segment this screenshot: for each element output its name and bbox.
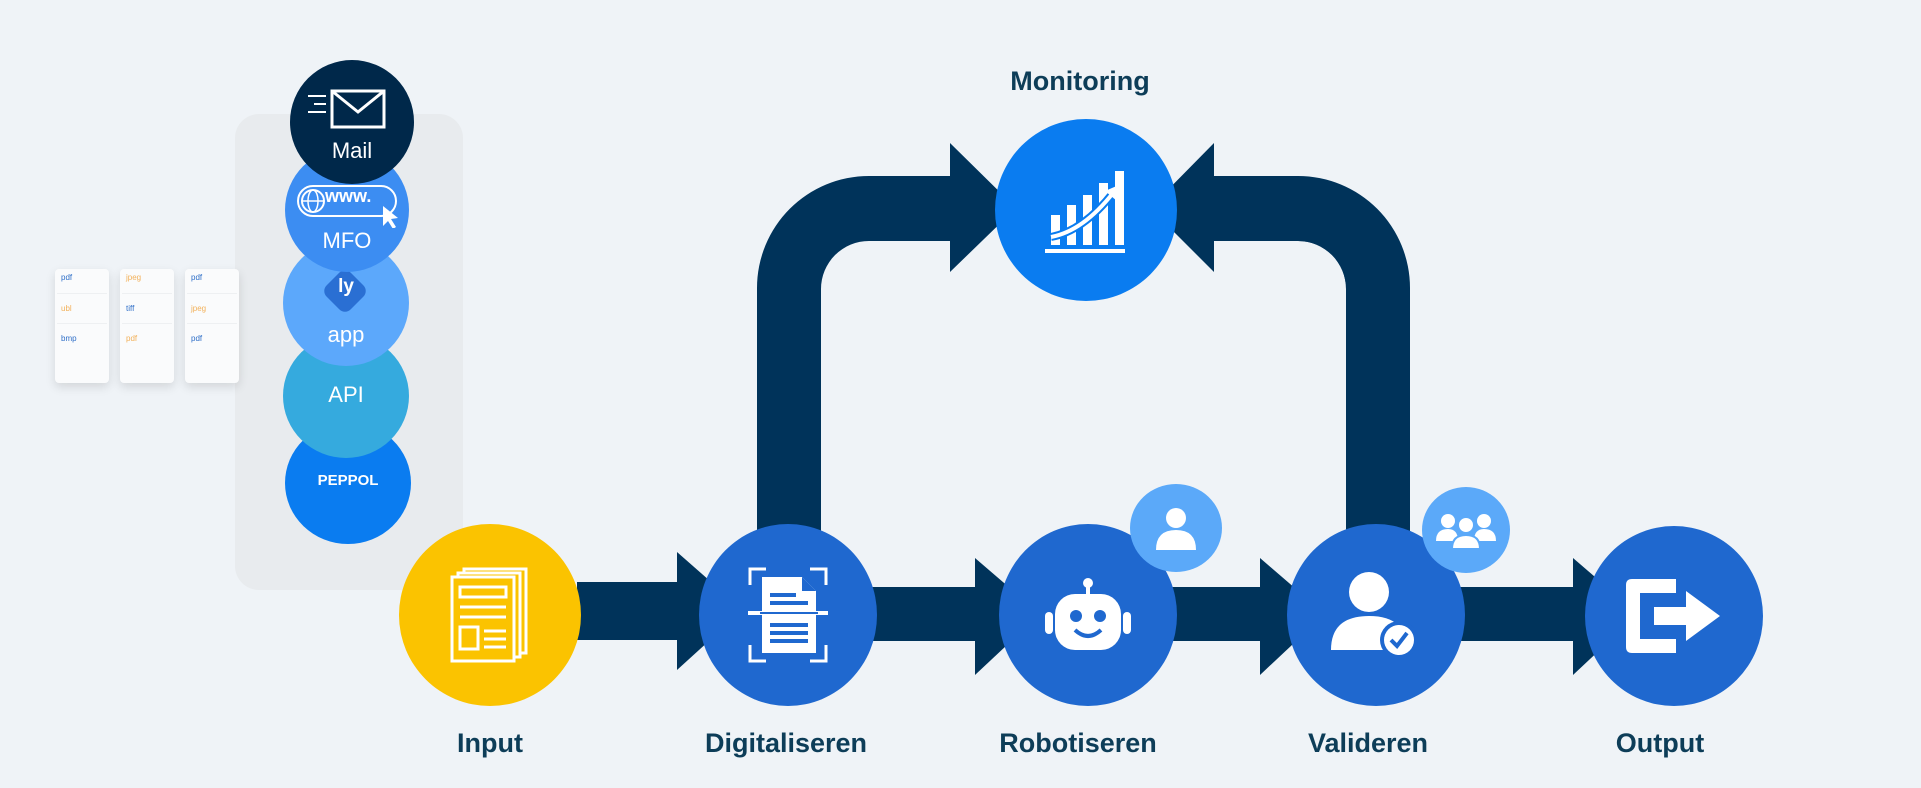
channel-mail: Mail xyxy=(290,60,414,184)
arrow-input-digitaliseren xyxy=(577,582,677,640)
single-user-icon xyxy=(1156,508,1196,550)
envelope-icon xyxy=(308,89,386,129)
loop-right-arrowhead xyxy=(1150,143,1214,272)
loop-left-arrowhead xyxy=(950,143,1016,272)
loop-left-arrow-body xyxy=(757,176,950,540)
channel-label: app xyxy=(327,322,365,347)
channel-label: Mail xyxy=(331,138,373,163)
channel-label: API xyxy=(328,382,364,407)
file-type: jpeg xyxy=(191,304,207,313)
stage-label: Digitaliseren xyxy=(704,728,868,758)
single-user-badge xyxy=(1130,484,1222,572)
arrow-robotiseren-valideren xyxy=(1170,587,1260,641)
exit-icon xyxy=(1626,579,1720,653)
stage-output-node xyxy=(1585,526,1763,706)
file-card: jpeg tiff pdf xyxy=(120,269,174,383)
file-type: pdf xyxy=(191,334,203,343)
monitoring-title: Monitoring xyxy=(1010,66,1150,96)
monitoring-node xyxy=(995,119,1177,301)
robot-icon xyxy=(1045,578,1131,650)
file-type: bmp xyxy=(61,334,77,343)
stage-label: Input xyxy=(457,728,523,758)
ly-logo-text: ly xyxy=(338,276,354,297)
www-text: www. xyxy=(325,186,372,206)
user-group-icon xyxy=(1436,514,1496,549)
file-type: pdf xyxy=(191,273,203,282)
channel-label: PEPPOL xyxy=(317,472,379,489)
stage-label: Robotiseren xyxy=(999,728,1157,758)
document-scan-icon xyxy=(748,567,828,663)
stage-label: Output xyxy=(1615,728,1705,758)
stage-digitaliseren-node xyxy=(699,524,877,706)
ly-logo-icon xyxy=(324,270,366,312)
documents-icon xyxy=(450,567,528,663)
stage-input-node xyxy=(399,524,581,706)
arrow-valideren-output xyxy=(1460,587,1575,641)
user-group-badge xyxy=(1422,487,1510,573)
file-type: ubl xyxy=(61,304,72,313)
file-card: pdf ubl bmp xyxy=(55,269,109,383)
stage-label: Valideren xyxy=(1307,728,1429,758)
stage-robotiseren-node xyxy=(999,524,1177,706)
growth-chart-icon xyxy=(1045,171,1125,253)
user-check-icon xyxy=(1331,572,1418,659)
file-type: tiff xyxy=(126,304,135,313)
www-icon xyxy=(297,185,398,228)
file-type: pdf xyxy=(126,334,138,343)
channel-label: MFO xyxy=(322,228,372,253)
arrow-digitaliseren-robotiseren xyxy=(870,587,975,641)
file-card: pdf jpeg pdf xyxy=(185,269,239,383)
file-type: pdf xyxy=(61,273,73,282)
file-type: jpeg xyxy=(126,273,142,282)
